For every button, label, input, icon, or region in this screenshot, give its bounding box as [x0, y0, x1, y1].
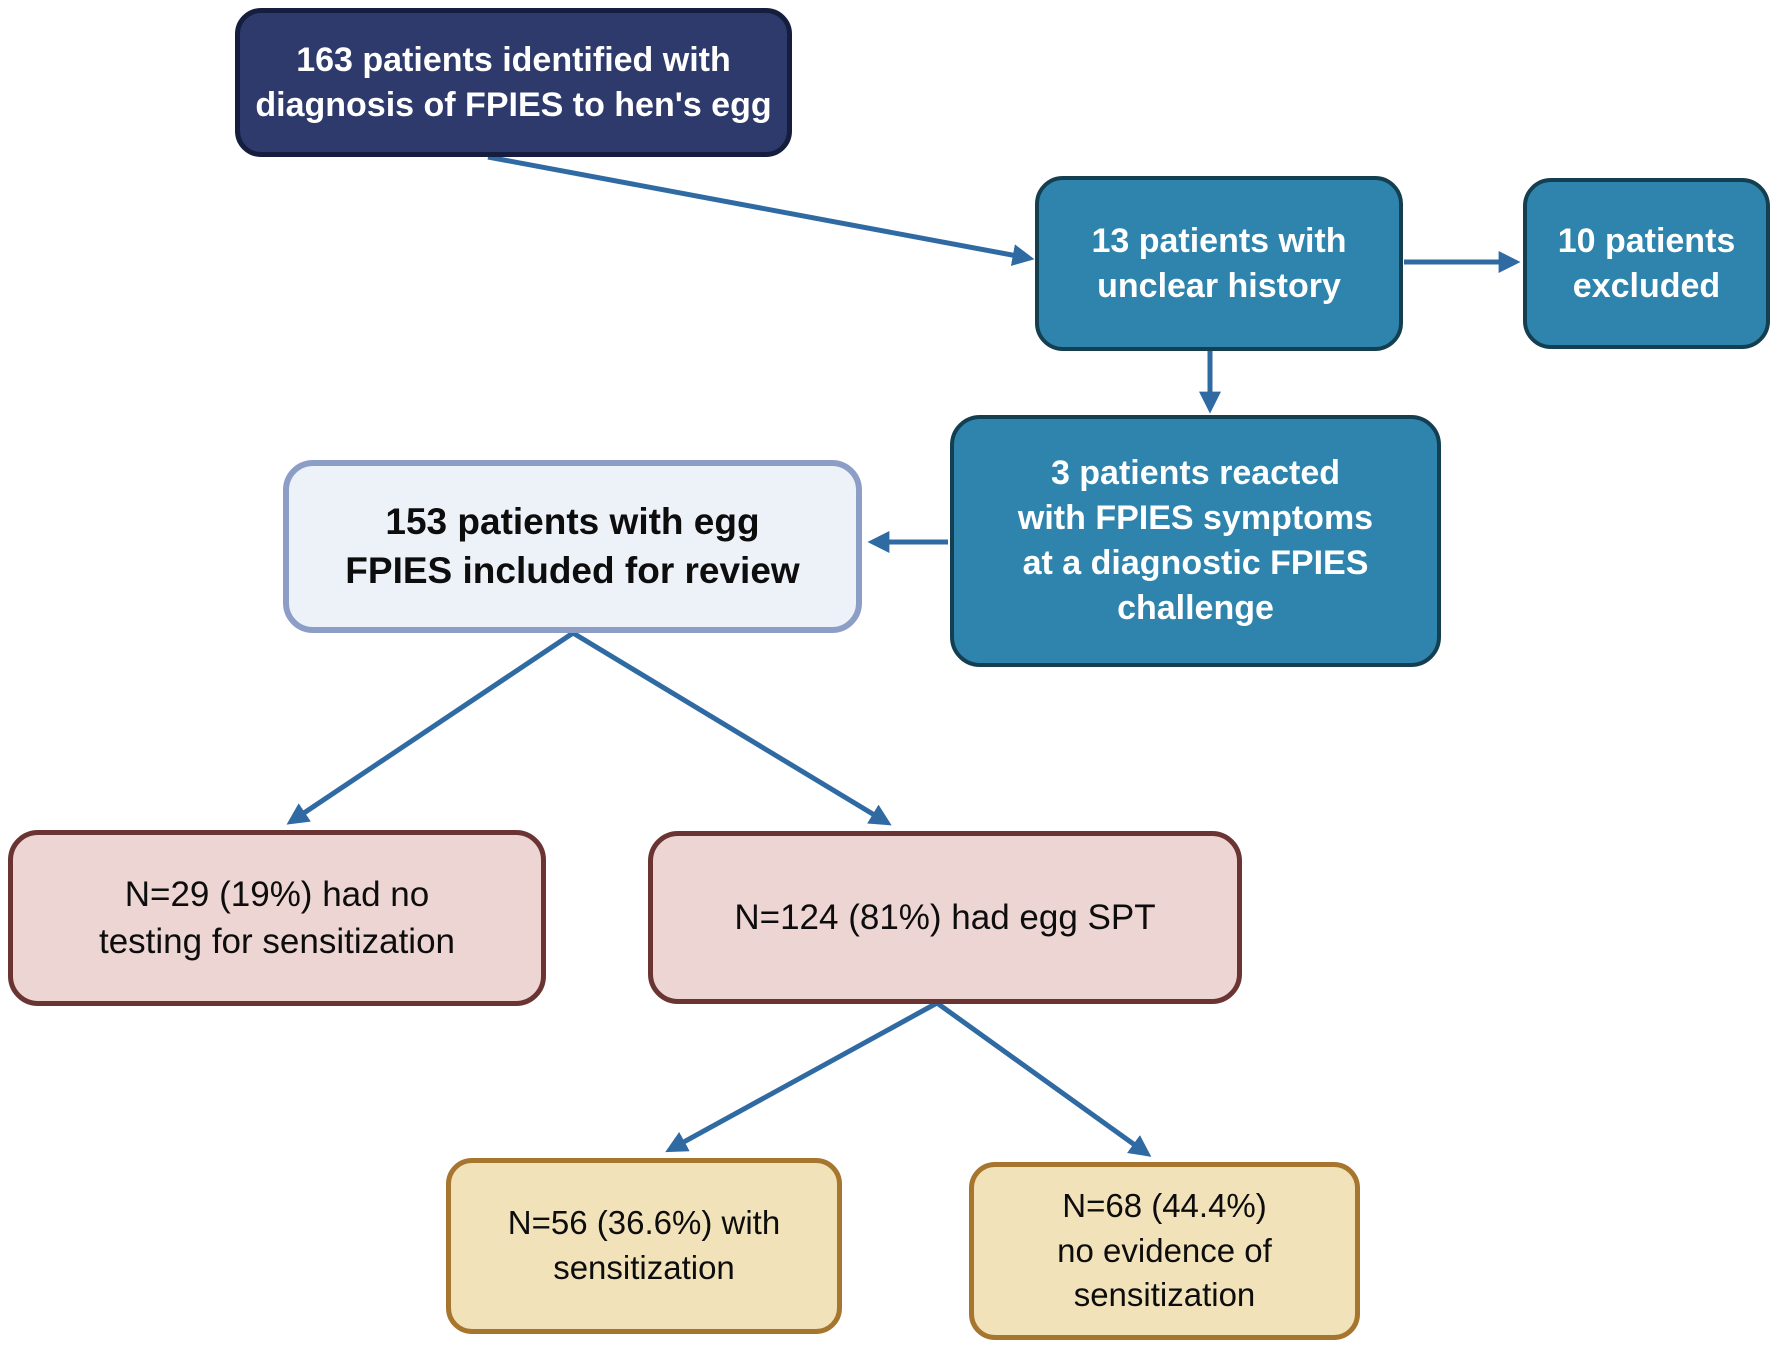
arrow-included-to-no-testing: [286, 630, 575, 825]
node-text-line: FPIES included for review: [345, 549, 800, 591]
node-text-line: N=29 (19%) had no: [124, 874, 430, 914]
node-patients-identified: 163 patients identified with diagnosis o…: [235, 8, 792, 157]
node-text-line: 10 patients: [1557, 221, 1736, 260]
arrow-included-to-had-spt: [571, 630, 892, 826]
node-text-line: at a diagnostic FPIES: [1022, 544, 1369, 582]
node-text-line: 153 patients with egg: [385, 501, 760, 543]
node-text-line: challenge: [1117, 588, 1274, 627]
node-reacted-at-challenge: 3 patients reacted with FPIES symptoms a…: [950, 415, 1441, 667]
node-text-line: sensitization: [1073, 1276, 1256, 1314]
node-text-line: N=124 (81%) had egg SPT: [734, 897, 1156, 937]
node-text-line: 163 patients identified with: [296, 40, 731, 79]
arrow-had-spt-to-sensitized: [665, 1000, 939, 1153]
node-text-line: 3 patients reacted: [1050, 454, 1341, 493]
node-no-testing: N=29 (19%) had no testing for sensitizat…: [8, 830, 546, 1006]
node-text-line: no evidence of: [1057, 1231, 1272, 1269]
node-text-line: N=68 (44.4%): [1062, 1187, 1267, 1225]
node-had-egg-spt: N=124 (81%) had egg SPT: [648, 831, 1242, 1004]
node-text-line: diagnosis of FPIES to hen's egg: [255, 85, 772, 124]
arrow-identified-to-unclear: [487, 154, 1035, 266]
node-unclear-history: 13 patients with unclear history: [1035, 176, 1403, 351]
node-text-line: testing for sensitization: [98, 922, 455, 961]
node-text-line: N=56 (36.6%) with: [507, 1204, 781, 1242]
node-patients-excluded: 10 patients excluded: [1523, 178, 1770, 349]
node-text-line: unclear history: [1097, 266, 1341, 305]
node-no-evidence-sensitization: N=68 (44.4%) no evidence of sensitizatio…: [969, 1162, 1360, 1340]
node-with-sensitization: N=56 (36.6%) with sensitization: [446, 1158, 842, 1334]
node-included-for-review: 153 patients with egg FPIES included for…: [283, 460, 862, 633]
node-text-line: excluded: [1572, 266, 1721, 305]
node-text-line: 13 patients with: [1091, 221, 1347, 260]
arrow-had-spt-to-not-sensitized: [935, 1000, 1152, 1157]
node-text-line: with FPIES symptoms: [1017, 499, 1374, 538]
node-text-line: sensitization: [553, 1249, 735, 1286]
